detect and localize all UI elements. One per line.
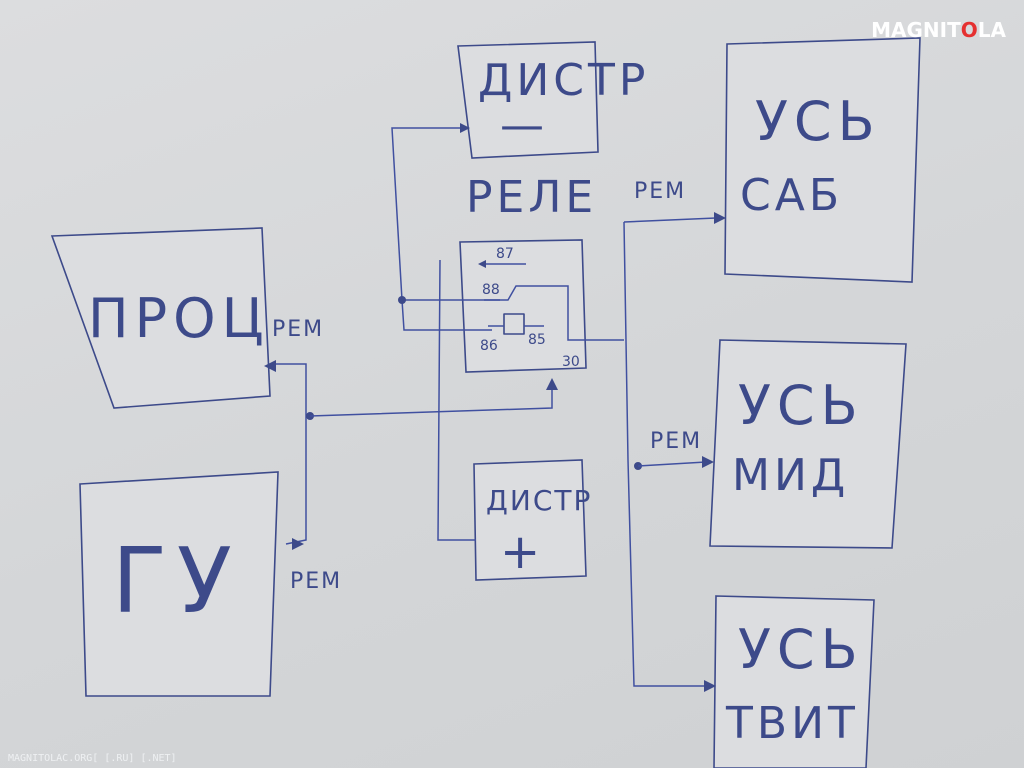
wire-distr-plus — [437, 259, 476, 541]
relay-label: РЕЛЕ — [466, 172, 597, 223]
amp-mid-box: УСЬ МИД — [709, 339, 907, 549]
relay-pin-87-arrow — [478, 260, 486, 268]
wires — [264, 123, 726, 692]
distributor-minus-box: ДИСТР — — [457, 41, 649, 159]
amp-mid-line2: МИД — [732, 450, 849, 501]
wire-amp-trunk — [623, 221, 708, 687]
amp-sub-box: УСЬ САБ — [724, 37, 921, 283]
watermark-text: MAGNITOLAC.ORG[ [.RU] [.NET] — [8, 753, 177, 764]
wire-to-distr-minus — [391, 127, 464, 301]
relay-switch-wire — [484, 285, 598, 341]
junction-left — [398, 296, 406, 304]
relay-pin-30: 30 — [562, 354, 580, 370]
rem-label-mid: РЕМ — [650, 429, 702, 454]
distributor-minus-sign: — — [500, 100, 544, 151]
arrow-amp-mid — [702, 456, 714, 468]
amp-sub-line1: УСЬ — [755, 90, 881, 153]
head-unit-label: ГУ — [112, 529, 242, 634]
rem-label-sub: РЕМ — [634, 179, 686, 204]
relay-pin-88: 88 — [482, 282, 500, 298]
distributor-plus-box: ДИСТР + — [473, 459, 592, 581]
amp-tweeter-box: УСЬ ТВИТ — [713, 595, 875, 768]
head-unit-box: ГУ — [79, 471, 279, 697]
rem-label-gu: РЕМ — [290, 569, 342, 594]
amp-tweeter-line1: УСЬ — [738, 618, 864, 681]
distributor-plus-title: ДИСТР — [486, 484, 592, 517]
amp-sub-line2: САБ — [740, 170, 843, 221]
amp-tweeter-line2: ТВИТ — [725, 698, 859, 749]
arrow-distr-minus — [460, 123, 470, 133]
amp-mid-line1: УСЬ — [738, 374, 864, 437]
wire-amp-sub — [623, 217, 717, 223]
processor-box: ПРОЦ — [50, 227, 271, 409]
relay-pin-87: 87 — [496, 246, 514, 262]
relay: РЕЛЕ 87 88 86 85 30 — [459, 172, 598, 373]
arrow-gu-rem — [292, 538, 304, 550]
wire-amp-mid — [637, 461, 707, 467]
wire-relay-86 — [401, 299, 492, 331]
distributor-plus-sign: + — [500, 524, 540, 580]
arrow-relay-85 — [546, 378, 558, 390]
arrow-amp-tweet — [704, 680, 716, 692]
relay-coil — [503, 313, 525, 335]
relay-pin-85: 85 — [528, 332, 546, 348]
processor-label: ПРОЦ — [88, 287, 270, 350]
relay-pin-86: 86 — [480, 338, 498, 354]
rem-label-proc: РЕМ — [272, 317, 324, 342]
distributor-minus-title: ДИСТР — [478, 55, 649, 106]
site-logo: MAGNITOLA — [871, 18, 1006, 42]
arrow-proc-rem — [264, 360, 276, 372]
relay-body — [459, 239, 587, 373]
arrow-amp-sub — [714, 212, 726, 224]
wire-rem-relay — [309, 384, 553, 417]
